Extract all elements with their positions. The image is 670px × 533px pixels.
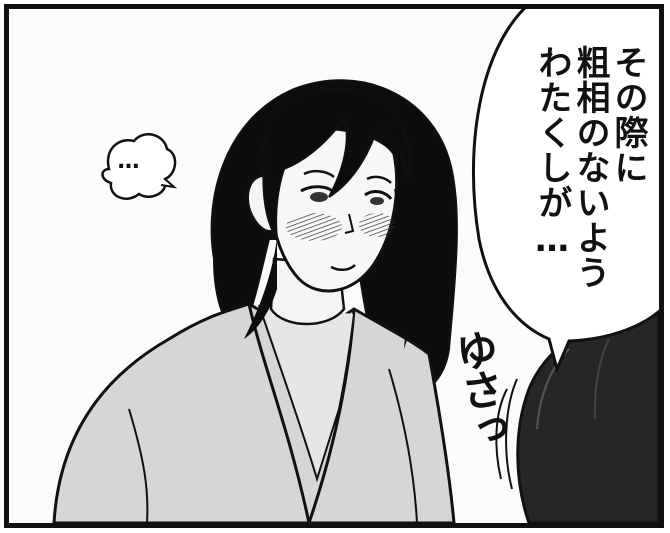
right-eye: [364, 190, 393, 200]
left-eye: [300, 185, 337, 195]
speech-line-2: 粗相のないよう: [570, 45, 610, 290]
kimono: [52, 302, 456, 523]
panel-illustration: [52, 9, 659, 523]
speech-line-3: わたくしが…: [532, 45, 572, 261]
speech-line-1: その際に: [608, 45, 648, 185]
speech-bubble: [471, 9, 659, 374]
manga-panel: その際に 粗相のないよう わたくしが… … ゆさっ: [4, 4, 664, 528]
thought-ellipsis: …: [116, 149, 141, 174]
mouth: [330, 264, 356, 271]
hair-front: [262, 87, 411, 240]
